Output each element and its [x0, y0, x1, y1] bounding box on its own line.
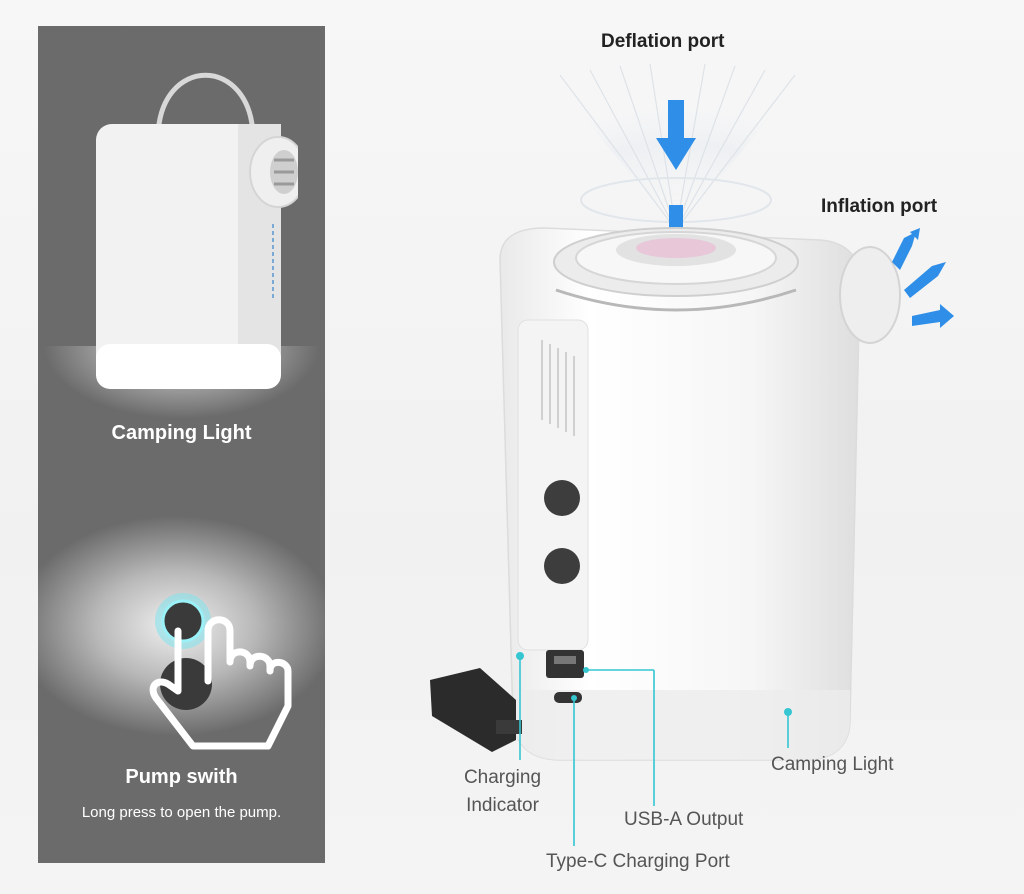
usb-a-dot: [583, 667, 589, 673]
pump-body: [499, 227, 901, 761]
left-feature-panel: Camping Light Pump swith Long press to o…: [38, 26, 325, 863]
inflation-arrow-icon: [892, 228, 954, 328]
power-button: [544, 480, 580, 516]
usb-plug-image: [430, 668, 522, 752]
pump-product-illustration: [430, 63, 954, 846]
camping-light-label: Camping Light: [771, 754, 894, 775]
deflation-port-label: Deflation port: [601, 31, 725, 52]
callout-lines: [519, 656, 789, 846]
pump-switch-title: Pump swith: [125, 766, 238, 788]
inflation-port-label: Inflation port: [821, 196, 938, 217]
camping-light-dot: [784, 708, 792, 716]
type-c-dot: [571, 695, 577, 701]
camping-light-caption: Camping Light: [111, 422, 252, 444]
charging-indicator-label: Charging Indicator: [463, 767, 542, 816]
type-c-port-label: Type-C Charging Port: [546, 851, 730, 872]
usb-a-output-label: USB-A Output: [624, 809, 744, 830]
type-c-port: [554, 692, 582, 703]
pump-switch-description: Long press to open the pump.: [81, 804, 282, 821]
charging-indicator-dot: [516, 652, 524, 660]
pump-lamp-image: [96, 72, 298, 389]
mode-button: [544, 548, 580, 584]
hand-press-icon: [149, 593, 292, 750]
